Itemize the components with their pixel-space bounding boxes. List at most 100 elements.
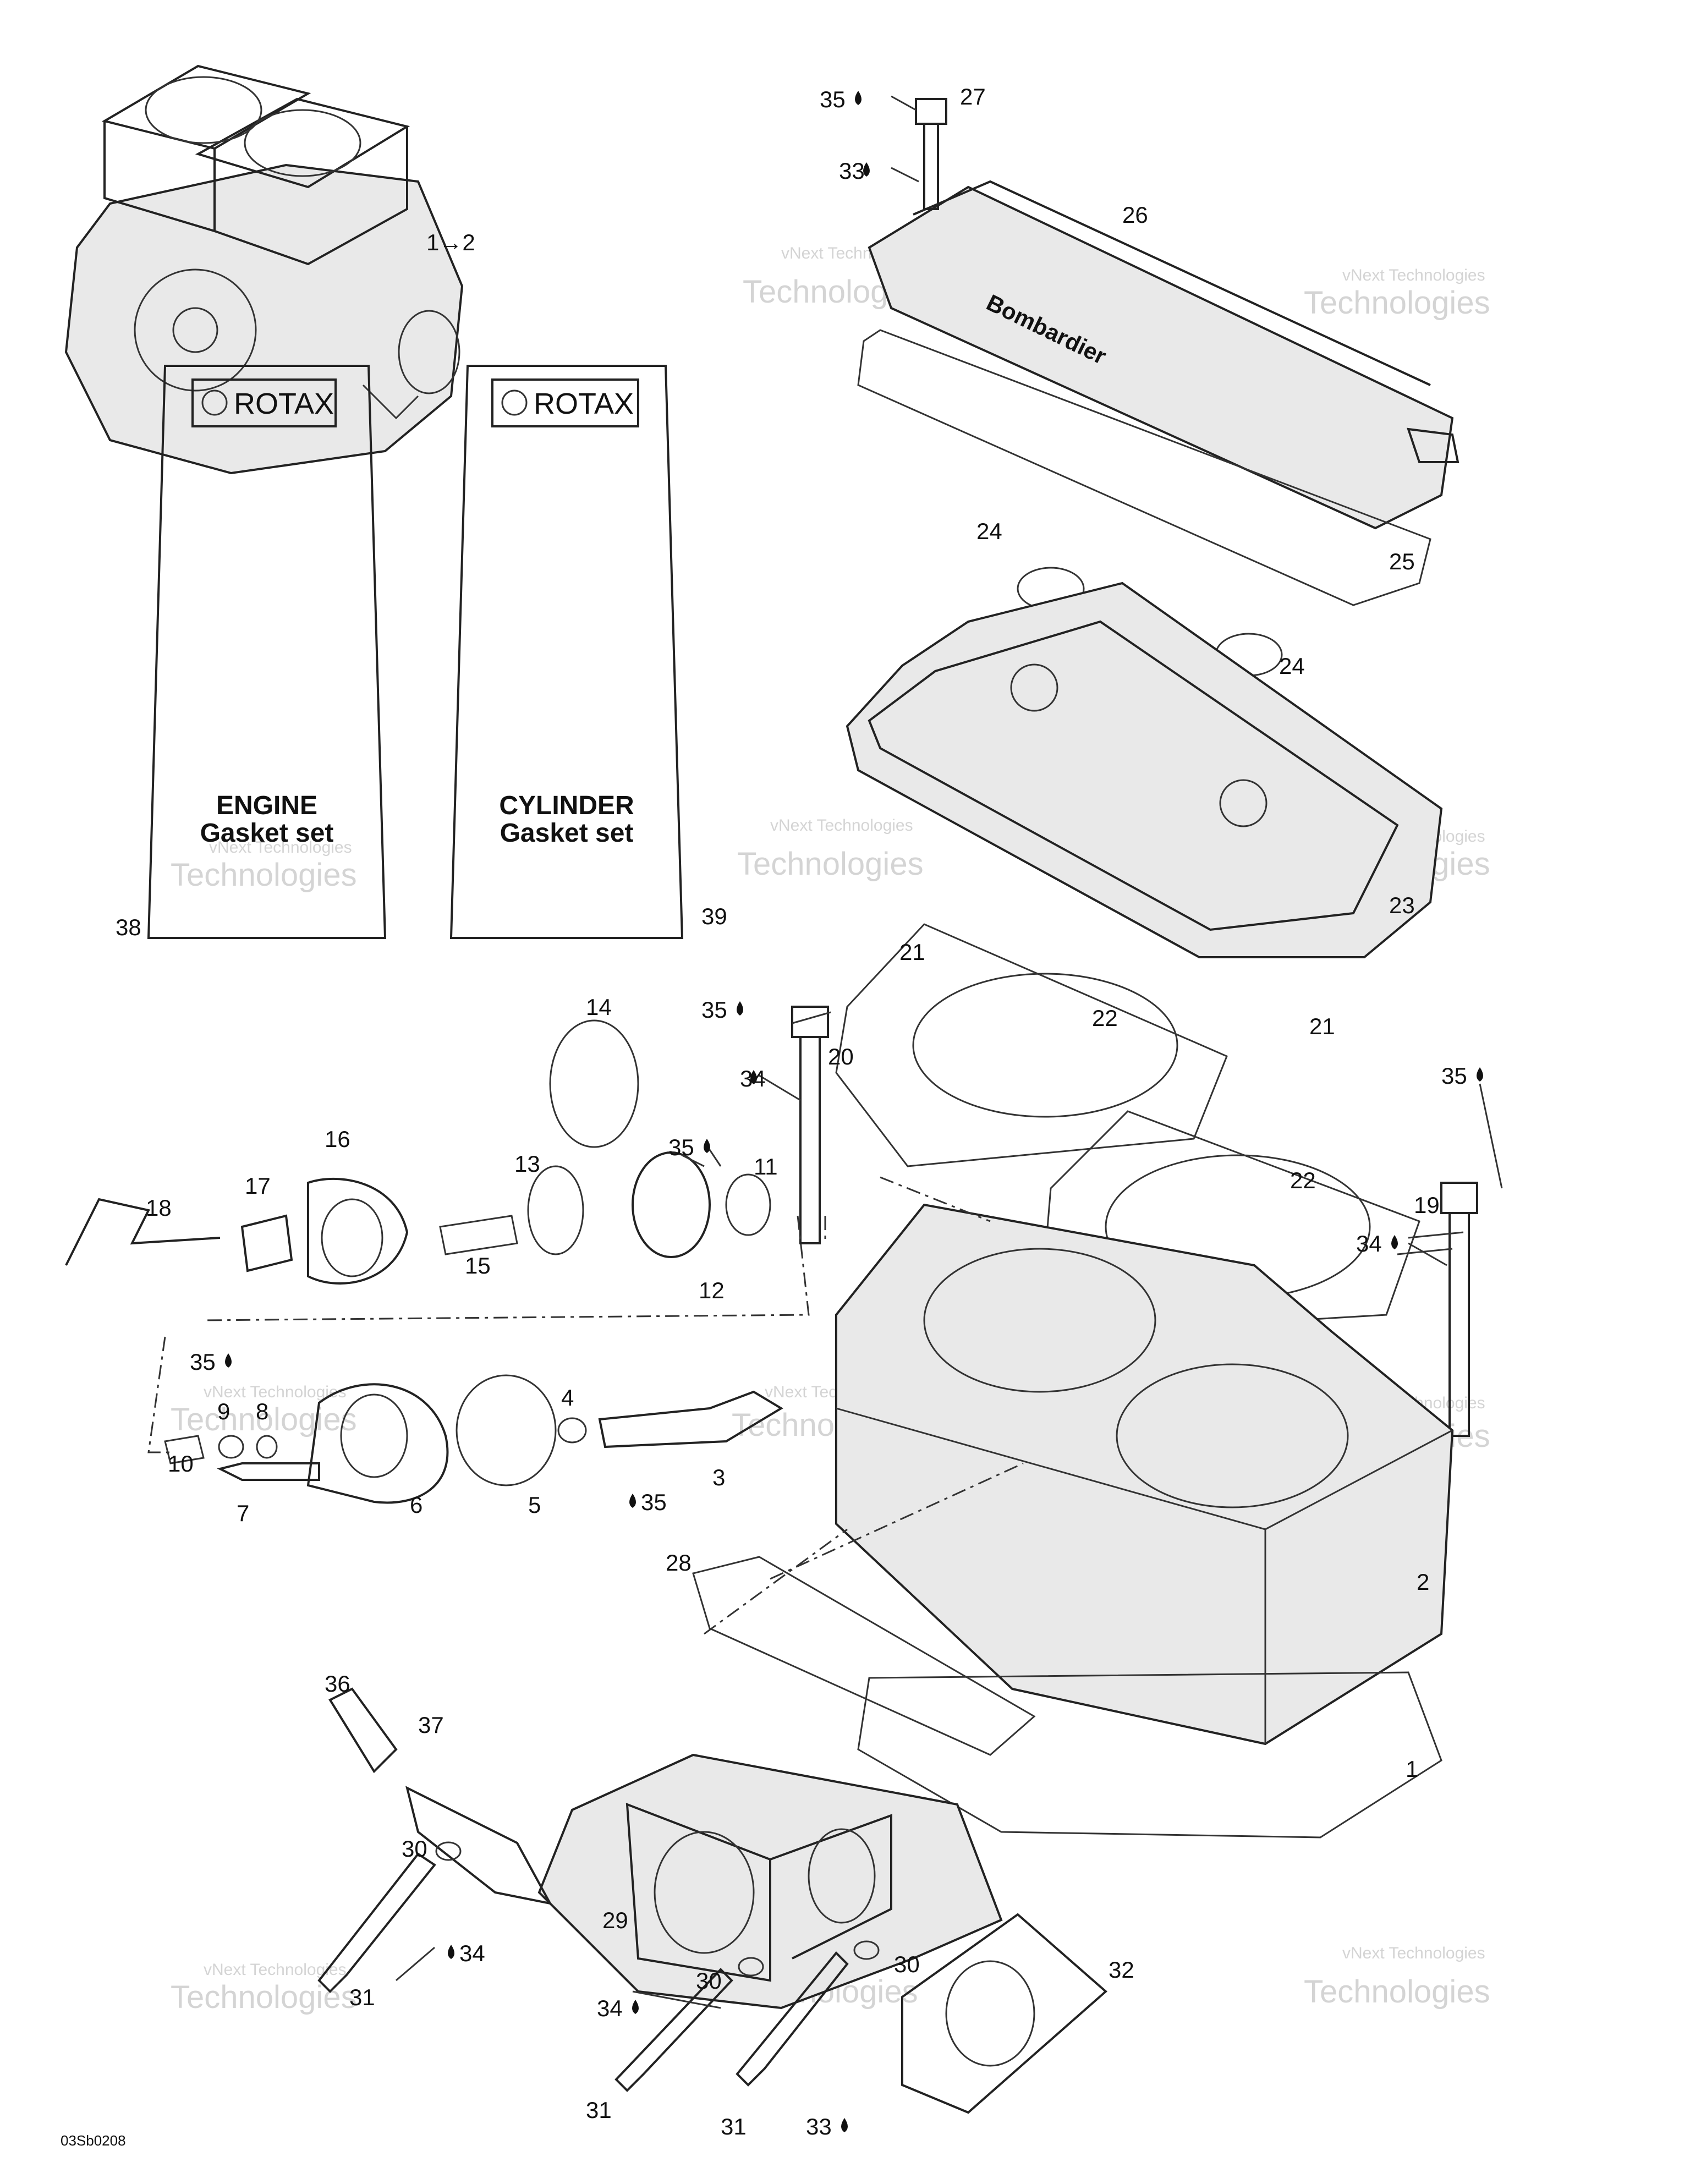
cylinder bbox=[835, 1203, 1454, 1746]
rotax-logo-icon bbox=[201, 389, 228, 416]
o-ring-11 bbox=[725, 1173, 771, 1236]
o-ring-22 bbox=[912, 973, 1178, 1118]
callouts: 2 1 3 4 5 6 7 8 9 10 11 12 13 14 15 16 1… bbox=[116, 84, 1467, 2139]
callout-7: 7 bbox=[237, 1500, 249, 1526]
callout-28: 28 bbox=[666, 1550, 692, 1576]
cylinder-kit-brand: ROTAX bbox=[534, 387, 634, 420]
o-ring-14 bbox=[549, 1019, 639, 1148]
callout-8: 8 bbox=[256, 1398, 268, 1424]
callout-17: 17 bbox=[245, 1173, 271, 1199]
callout-35: 35 bbox=[641, 1489, 667, 1515]
callout-34: 34 bbox=[459, 1940, 485, 1966]
watermark-text: Technologies bbox=[737, 846, 924, 882]
drawing-code: 03Sb0208 bbox=[61, 2132, 126, 2149]
drop-icon bbox=[863, 162, 870, 177]
cylinder-head-gasket-21 bbox=[835, 923, 1228, 1167]
callout-19: 19 bbox=[1414, 1192, 1440, 1218]
drop-icon bbox=[1477, 1067, 1483, 1082]
engine-kit-subtitle: Gasket set bbox=[200, 819, 334, 848]
watermark-text: Technologies bbox=[171, 1979, 357, 2015]
drop-icon bbox=[225, 1353, 232, 1368]
engine-kit-title: ENGINE bbox=[216, 791, 317, 820]
washer-30 bbox=[738, 1957, 764, 1977]
callout-27: 27 bbox=[960, 84, 986, 109]
screw-31 bbox=[736, 1951, 849, 2087]
drop-icon bbox=[632, 2000, 639, 2014]
drop-icon bbox=[841, 2118, 848, 2132]
callout-4: 4 bbox=[561, 1385, 574, 1411]
drop-icon bbox=[629, 1494, 636, 1508]
cylinder-base-gasket-1 bbox=[857, 1671, 1442, 1839]
callout-1: 1 bbox=[1406, 1756, 1418, 1782]
spring-10 bbox=[164, 1435, 205, 1464]
callout-33: 33 bbox=[806, 2114, 832, 2139]
callout-35: 35 bbox=[668, 1134, 694, 1160]
callout-24: 24 bbox=[1279, 653, 1305, 679]
callout-3: 3 bbox=[712, 1464, 725, 1490]
exhaust-flange-37 bbox=[405, 1786, 552, 1905]
callout-engine-reference: 1→2 bbox=[426, 229, 475, 255]
callout-35: 35 bbox=[820, 86, 846, 112]
callout-2: 2 bbox=[1417, 1569, 1429, 1595]
rave-valve-group bbox=[65, 1019, 810, 1504]
callout-10: 10 bbox=[168, 1451, 194, 1477]
leader-lines bbox=[396, 95, 1503, 2009]
spring-clip-18 bbox=[65, 1198, 221, 1266]
piston-13 bbox=[527, 1165, 584, 1255]
callout-30: 30 bbox=[894, 1951, 920, 1977]
callout-35: 35 bbox=[701, 997, 727, 1023]
callout-31: 31 bbox=[586, 2097, 612, 2123]
callout-5: 5 bbox=[528, 1492, 541, 1518]
valve-housing-6 bbox=[306, 1383, 449, 1504]
callout-6: 6 bbox=[410, 1492, 422, 1518]
watermark-text: vNext Technologies bbox=[204, 1961, 347, 1979]
watermark-text: Technologies bbox=[1304, 285, 1490, 321]
ring-8 bbox=[256, 1435, 278, 1459]
callout-36: 36 bbox=[325, 1671, 350, 1697]
washer-9 bbox=[218, 1435, 244, 1459]
watermark-text: vNext Technologies bbox=[204, 1383, 347, 1401]
drop-icon bbox=[750, 1070, 757, 1084]
callout-34: 34 bbox=[1356, 1231, 1382, 1256]
assembly-line bbox=[147, 1336, 171, 1453]
screw-19 bbox=[1440, 1182, 1478, 1437]
spring-15 bbox=[439, 1215, 518, 1255]
callout-15: 15 bbox=[465, 1253, 491, 1278]
callout-11: 11 bbox=[754, 1154, 778, 1179]
cylinder-kit-title: CYLINDER bbox=[499, 791, 634, 820]
valve-cover-16 bbox=[307, 1177, 409, 1285]
o-ring-4 bbox=[557, 1417, 587, 1444]
engine-gasket-kit: ROTAX ENGINE Gasket set bbox=[147, 365, 387, 939]
callout-29: 29 bbox=[602, 1907, 628, 1933]
callout-39: 39 bbox=[701, 903, 727, 929]
watermark-text: vNext Technologies bbox=[1342, 1944, 1485, 1962]
head-cover-gasket bbox=[857, 329, 1431, 606]
callout-31: 31 bbox=[721, 2114, 747, 2139]
callout-32: 32 bbox=[1109, 1957, 1134, 1983]
watermark-text: vNext Technologies bbox=[770, 816, 913, 835]
screw-27 bbox=[915, 98, 947, 210]
washer-30 bbox=[853, 1940, 880, 1960]
callout-22: 22 bbox=[1092, 1005, 1118, 1031]
callout-38: 38 bbox=[116, 914, 141, 940]
screw-31 bbox=[614, 1968, 733, 2092]
callout-12: 12 bbox=[699, 1277, 725, 1303]
housing-12 bbox=[632, 1151, 711, 1258]
watermark-text: Technologies bbox=[171, 857, 357, 893]
exhaust-gasket-32 bbox=[901, 1913, 1108, 2114]
callout-26: 26 bbox=[1122, 202, 1148, 228]
plug-36 bbox=[328, 1687, 398, 1774]
watermark-text: Technologies bbox=[171, 1402, 357, 1437]
callout-30: 30 bbox=[696, 1968, 722, 1994]
callout-9: 9 bbox=[217, 1398, 230, 1424]
screw-20 bbox=[791, 1006, 829, 1244]
callout-20: 20 bbox=[828, 1044, 854, 1069]
callout-33: 33 bbox=[839, 158, 865, 184]
cylinder-head bbox=[846, 581, 1443, 958]
rotax-logo-icon bbox=[501, 389, 528, 416]
drop-icon bbox=[448, 1945, 454, 1959]
drop-icon bbox=[737, 1001, 743, 1016]
assembly-line bbox=[203, 1215, 810, 1321]
callout-22: 22 bbox=[1290, 1167, 1316, 1193]
